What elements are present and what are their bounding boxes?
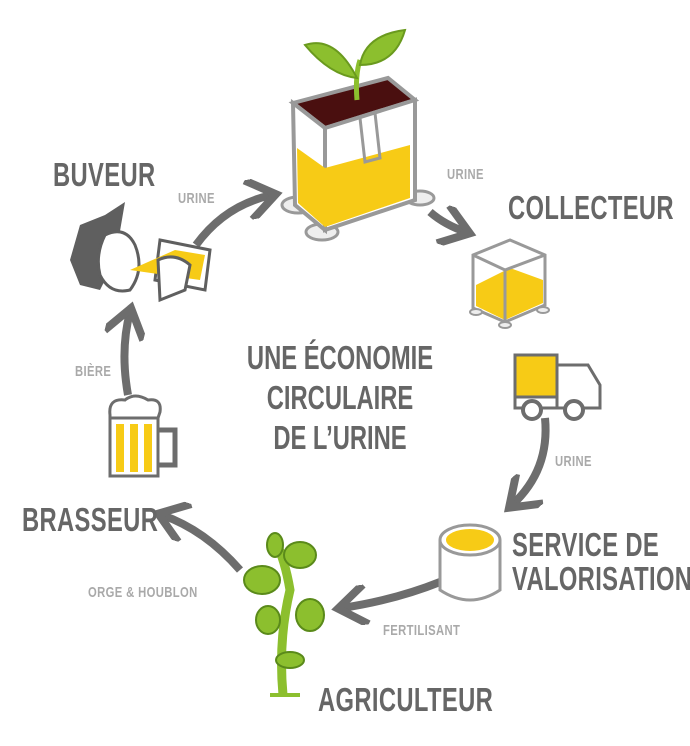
flow-label-urine-1: URINE [178,190,215,207]
valorisation-tank-icon [438,523,502,602]
hop-plant-icon [243,532,325,697]
arrow-service-agriculteur [342,578,442,608]
node-service-label-2: VALORISATION [512,560,690,597]
arrow-agriculteur-brasseur [162,515,244,573]
node-agriculteur-label: AGRICULTEUR [318,681,494,718]
node-service-label-1: SERVICE DE [512,526,660,563]
drinker-icon [70,202,212,303]
node-collecteur-label: COLLECTEUR [508,189,674,226]
node-brasseur-label: BRASSEUR [22,501,159,538]
title-line-3: DE L’URINE [273,419,407,456]
arrow-collecteur-cube [427,212,466,232]
arrow-truck-service [512,417,550,505]
arrow-brasseur-buveur [124,312,130,396]
title-line-1: UNE ÉCONOMIE [246,339,434,376]
diagram-title: UNE ÉCONOMIE CIRCULAIRE DE L’URINE [200,338,480,458]
flow-label-fertilisant: FERTILISANT [383,622,461,639]
beer-mug-icon [108,394,178,478]
collector-bin-icon [280,28,436,242]
flow-label-biere: BIÈRE [75,363,112,380]
arrow-buveur-collecteur [192,195,272,248]
container-cube-icon [469,238,550,329]
flow-label-urine-2: URINE [447,166,484,183]
flow-label-urine-3: URINE [555,453,592,470]
flow-label-orge-houblon: ORGE & HOUBLON [88,584,198,601]
title-line-2: CIRCULAIRE [266,379,414,416]
node-buveur-label: BUVEUR [53,156,156,193]
truck-icon [513,353,602,421]
